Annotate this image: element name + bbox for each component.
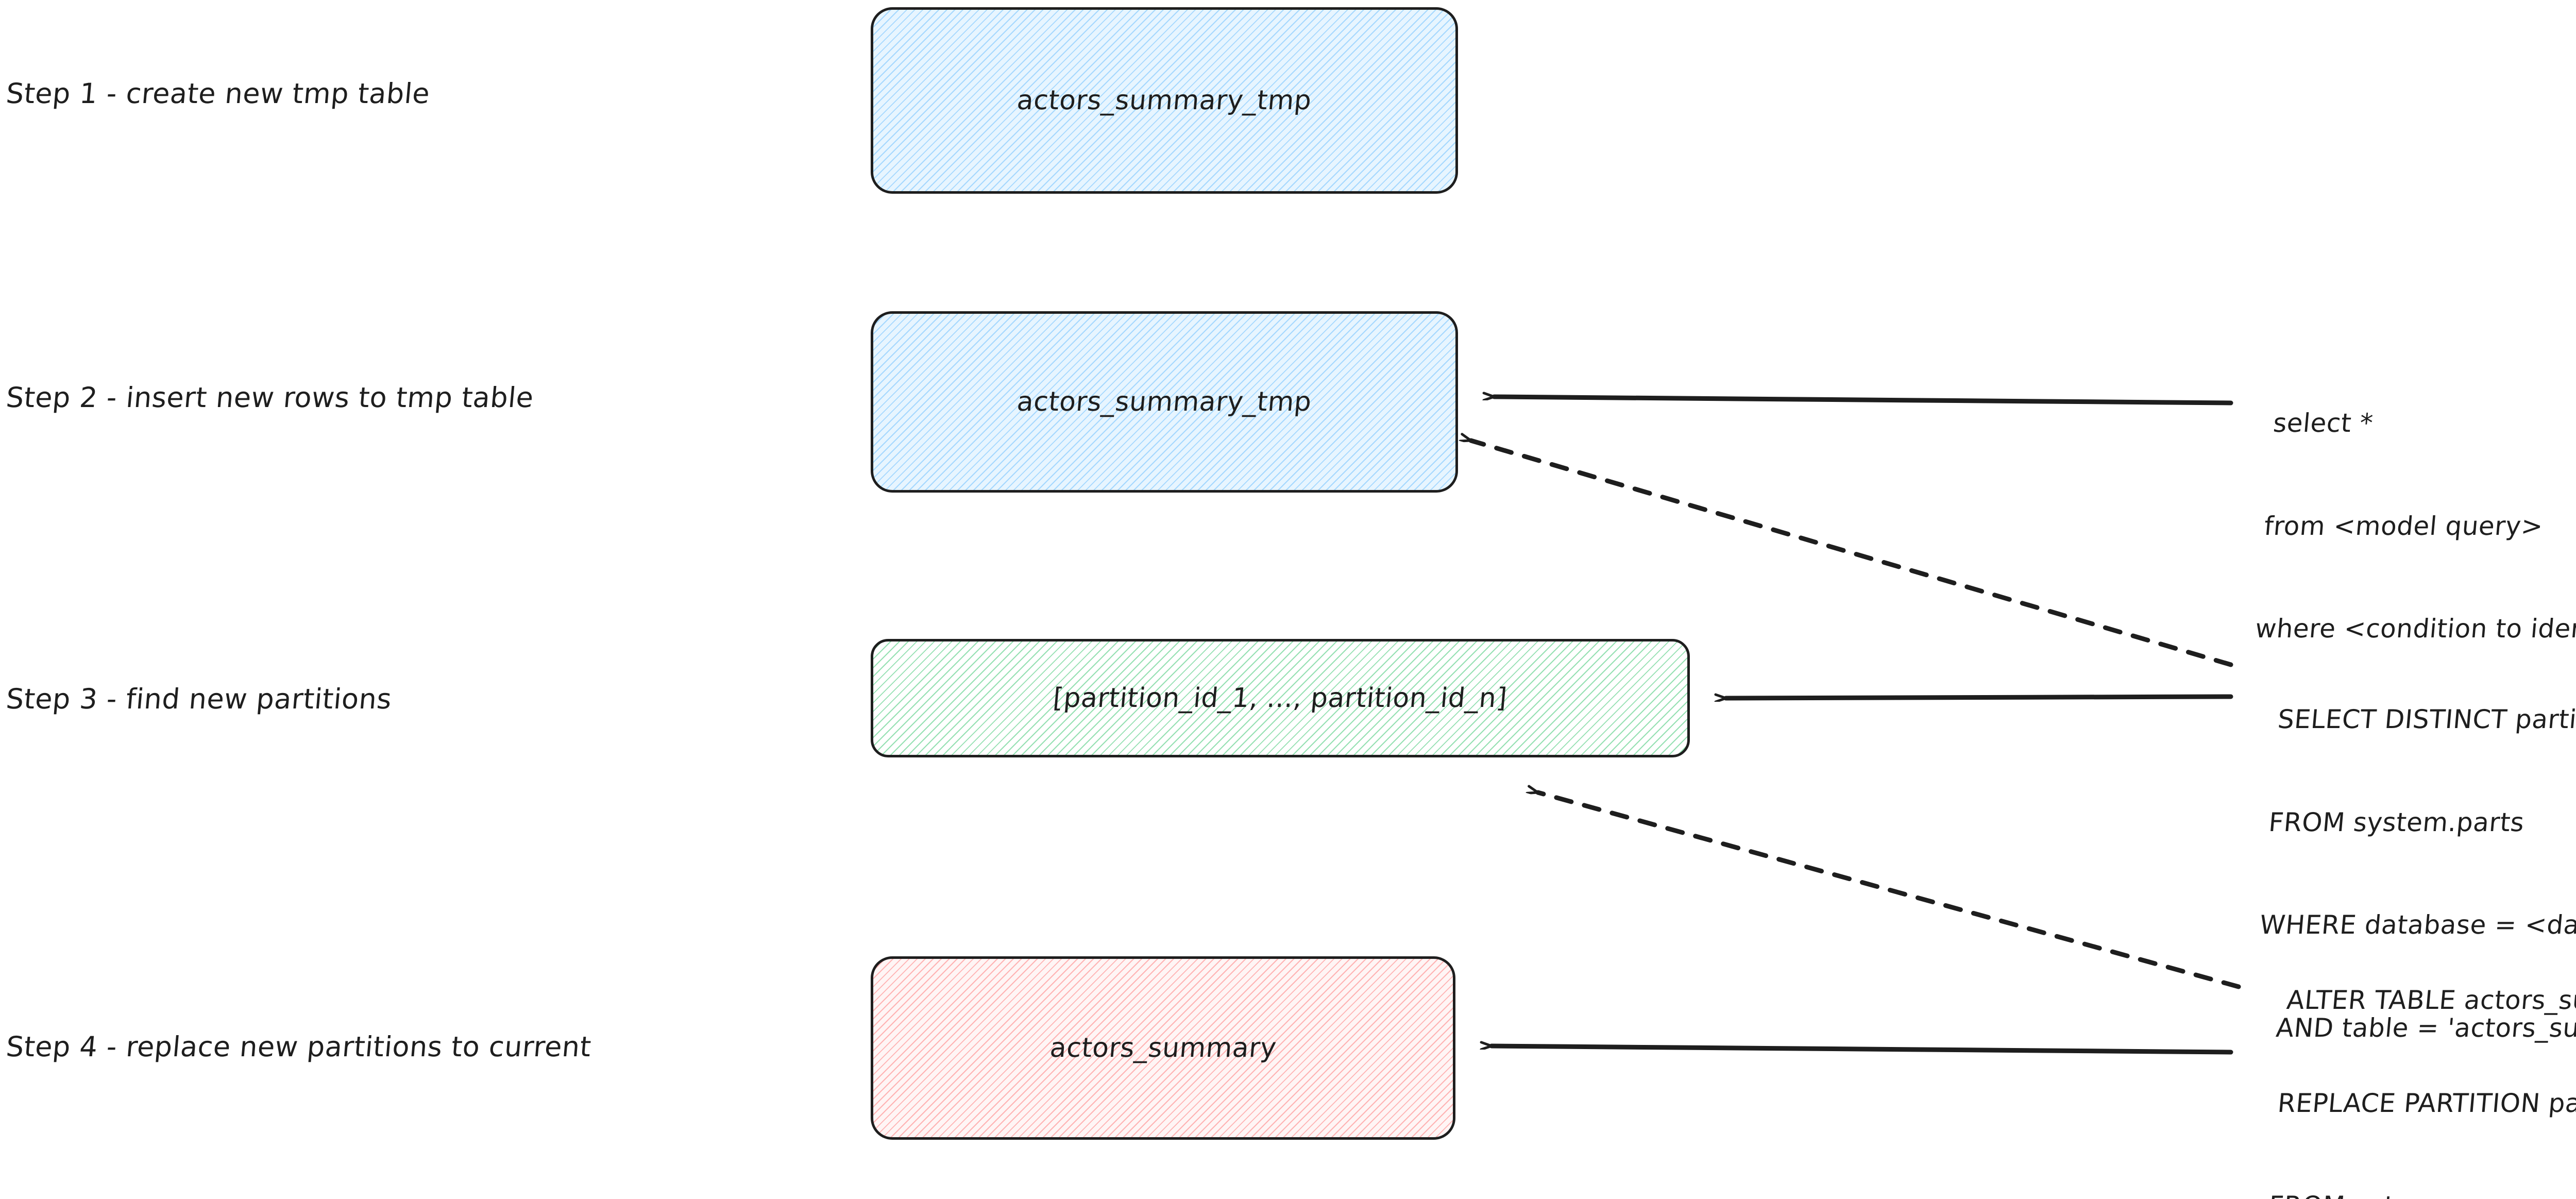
step-3-label: Step 3 - find new partitions	[5, 683, 393, 715]
node-partitions-list[interactable]: [partition_id_1, ..., partition_id_n]	[871, 639, 1690, 757]
code-line: REPLACE PARTITION partition_id_1	[2276, 1088, 2576, 1118]
node-tmp-table-step1-label: actors_summary_tmp	[1015, 85, 1313, 116]
step-1-label: Step 1 - create new tmp table	[5, 77, 431, 110]
code-line: FROM actors_summary_tmp,	[2267, 1189, 2576, 1199]
step-4-label: Step 4 - replace new partitions to curre…	[5, 1031, 593, 1063]
node-partitions-list-label: [partition_id_1, ..., partition_id_n]	[1052, 683, 1509, 714]
node-target-table[interactable]: actors_summary	[871, 956, 1455, 1140]
arrow-replace-query-to-target-table	[1492, 1046, 2233, 1055]
arrow-find-partitions-to-partitions-list	[1726, 697, 2233, 698]
node-target-table-label: actors_summary	[1048, 1033, 1278, 1063]
code-line: from <model query>	[2263, 511, 2545, 541]
code-line: ALTER TABLE actors_summary	[2285, 985, 2576, 1015]
arrow-replace-query-to-partitions-list	[1538, 792, 2241, 989]
node-tmp-table-step2-label: actors_summary_tmp	[1015, 386, 1313, 417]
code-line: select *	[2272, 408, 2375, 438]
code-line: FROM system.parts	[2267, 807, 2526, 837]
node-tmp-table-step2[interactable]: actors_summary_tmp	[871, 311, 1458, 493]
code-line: SELECT DISTINCT partition_id	[2276, 704, 2576, 734]
arrow-insert-query-to-tmp-table	[1494, 397, 2233, 406]
step-2-label: Step 2 - insert new rows to tmp table	[5, 381, 535, 414]
arrow-find-partitions-to-tmp-table	[1471, 441, 2233, 667]
node-tmp-table-step1[interactable]: actors_summary_tmp	[871, 7, 1458, 194]
